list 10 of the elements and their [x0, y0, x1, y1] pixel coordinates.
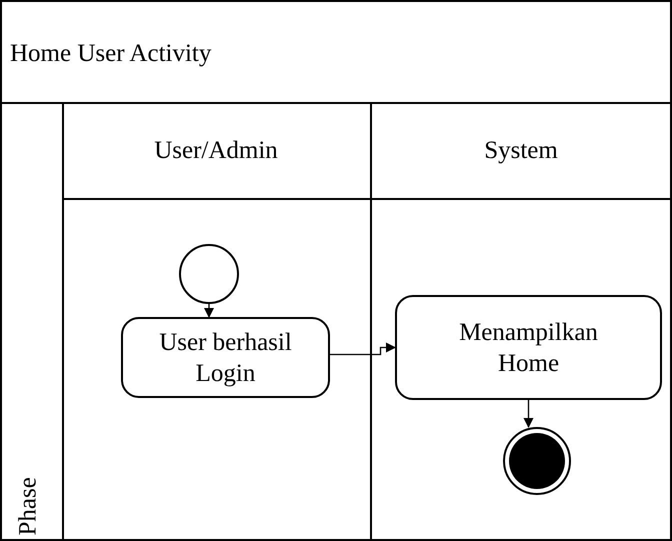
- swimlane: [62, 104, 372, 539]
- lane-header: System: [372, 104, 670, 200]
- action-box: User berhasil Login: [121, 317, 330, 398]
- arrow: [524, 400, 534, 428]
- phase-label: Phase: [14, 476, 42, 536]
- swimlane-title: Home User Activity: [2, 2, 670, 104]
- action-box: Menampilkan Home: [395, 295, 662, 400]
- arrow: [330, 342, 396, 356]
- arrow: [204, 304, 214, 318]
- lane-header: User/Admin: [62, 104, 370, 200]
